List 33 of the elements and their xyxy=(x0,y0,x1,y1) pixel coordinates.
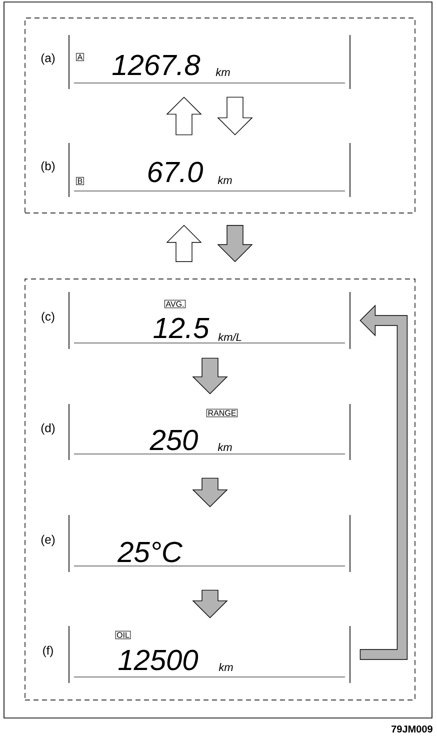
row-label: (f) xyxy=(43,646,53,658)
indicator-label: AVG. xyxy=(164,300,186,308)
row-label: (c) xyxy=(42,312,54,324)
block-arrow xyxy=(166,224,202,262)
indicator-label: OIL xyxy=(115,630,131,640)
reading-value: 1267.8 xyxy=(112,54,200,76)
unit-label: km xyxy=(218,176,232,184)
dashed-group-frame xyxy=(24,18,416,214)
block-arrow xyxy=(166,96,202,136)
reading-value: 250 xyxy=(150,430,198,450)
row-label: (e) xyxy=(41,534,55,546)
block-arrow xyxy=(217,225,253,262)
indicator-label: B xyxy=(76,177,84,185)
block-arrow xyxy=(192,358,228,394)
unit-label: km xyxy=(216,68,230,76)
block-arrow xyxy=(192,590,228,618)
unit-label: km xyxy=(218,443,232,451)
reading-value: 12.5 xyxy=(154,318,210,338)
figure-code: 79JM009 xyxy=(392,725,432,733)
block-arrow xyxy=(192,478,228,508)
unit-label: km xyxy=(218,663,233,671)
row-label: (b) xyxy=(41,161,55,173)
reading-value: 25°C xyxy=(117,542,183,562)
reading-value: 12500 xyxy=(118,650,198,670)
dashed-group-frame xyxy=(24,278,416,700)
row-label: (a) xyxy=(41,53,55,65)
row-label: (d) xyxy=(41,423,55,435)
unit-label: km/L xyxy=(218,332,242,342)
reading-value: 67.0 xyxy=(148,162,203,182)
block-arrow xyxy=(217,96,253,136)
loop-arrow xyxy=(360,304,408,660)
indicator-label: RANGE xyxy=(206,408,238,418)
indicator-label: A xyxy=(76,53,84,61)
